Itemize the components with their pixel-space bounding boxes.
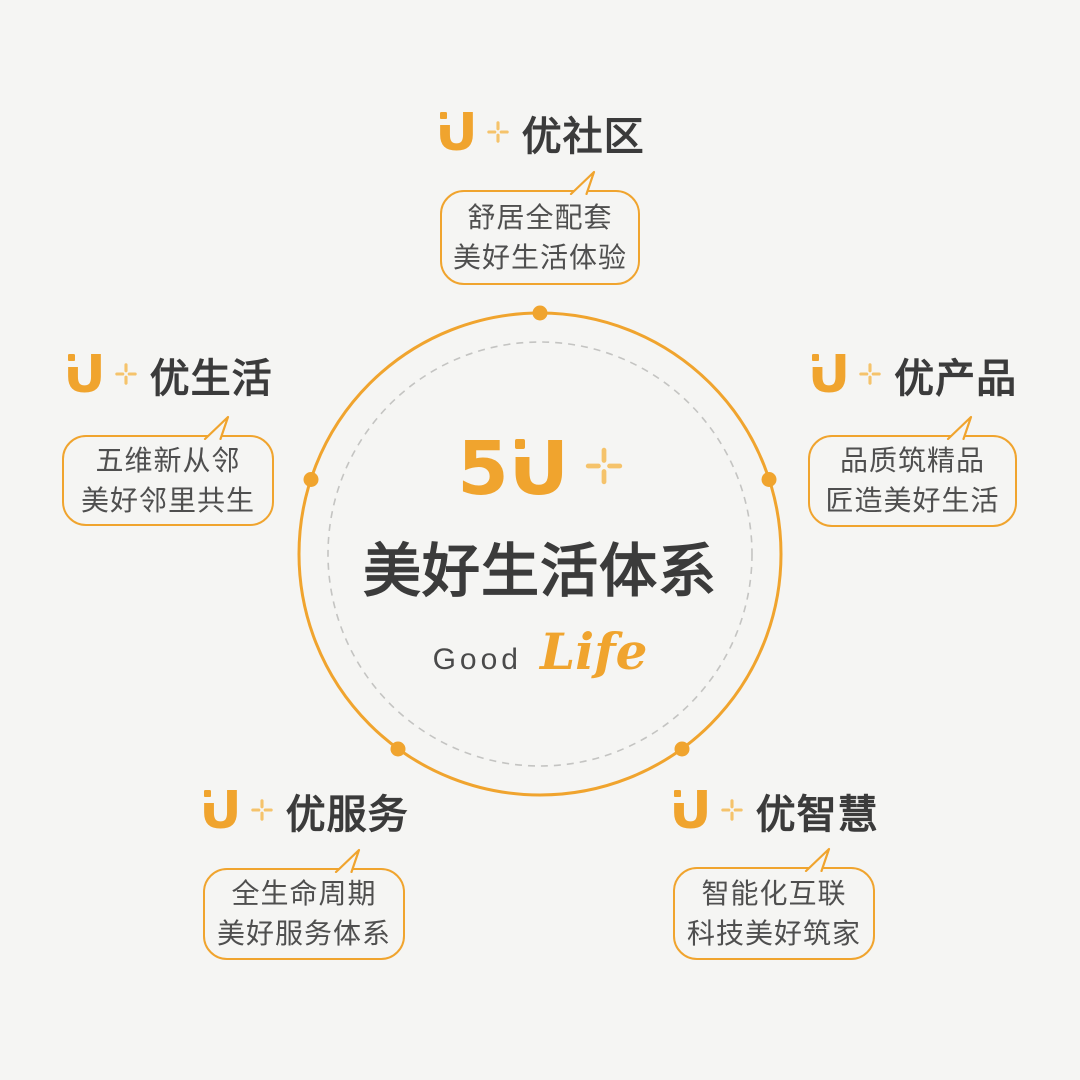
u-plus-logo: U bbox=[669, 785, 711, 837]
bubble-line: 美好邻里共生 bbox=[80, 484, 255, 516]
node-product-bubble: 品质筑精品 匠造美好生活 bbox=[808, 415, 1017, 527]
node-service-bubble: 全生命周期 美好服务体系 bbox=[203, 848, 405, 960]
u-dot-icon bbox=[673, 789, 681, 797]
node-product-title: U 优产品 bbox=[808, 348, 1017, 402]
center-subtitle: Good Life bbox=[0, 622, 1080, 681]
center-block: 5 U 美好生活体系 Good Life bbox=[0, 430, 1080, 681]
node-label: 优社区 bbox=[521, 115, 645, 159]
pentagon-dot-bottom-right bbox=[674, 741, 690, 757]
node-label: 优服务 bbox=[285, 793, 409, 837]
u-dot-icon bbox=[67, 353, 75, 361]
bubble-tail bbox=[946, 415, 973, 440]
u-plus-logo: U bbox=[509, 432, 569, 506]
node-living-title: U 优生活 bbox=[63, 348, 272, 402]
bubble-line: 美好服务体系 bbox=[216, 918, 391, 949]
bubble-tail bbox=[203, 415, 230, 440]
u-dot-icon bbox=[439, 111, 447, 119]
node-smart-title: U 优智慧 bbox=[669, 784, 878, 838]
node-living: U 优生活 五维新从邻 美好邻里共生 bbox=[62, 348, 274, 526]
bubble-line: 五维新从邻 bbox=[95, 444, 241, 476]
good-text: Good bbox=[432, 643, 522, 676]
bubble-line: 品质筑精品 bbox=[839, 445, 985, 476]
node-community-title: U 优社区 bbox=[435, 106, 644, 160]
inner-dashed-circle bbox=[327, 341, 753, 767]
bubble-line: 舒居全配套 bbox=[467, 201, 613, 233]
life-script-text: Life bbox=[539, 622, 648, 681]
pentagon-dot-bottom-left bbox=[390, 741, 406, 757]
brand-5u-plus: 5 U bbox=[0, 430, 1080, 508]
node-product: U 优产品 品质筑精品 匠造美好生活 bbox=[808, 348, 1017, 527]
u-dot-icon bbox=[514, 438, 525, 449]
center-title: 美好生活体系 bbox=[362, 539, 717, 604]
bubble-line: 智能化互联 bbox=[701, 877, 847, 909]
plus-icon bbox=[114, 363, 137, 385]
plus-icon bbox=[250, 799, 273, 821]
bubble-line: 全生命周期 bbox=[231, 878, 377, 909]
u-plus-logo: U bbox=[199, 785, 241, 837]
u-dot-icon bbox=[812, 353, 820, 361]
u-plus-logo: U bbox=[435, 107, 477, 159]
pentagon-dot-left bbox=[303, 472, 319, 487]
node-service: U 优服务 全生命周期 美好服务体系 bbox=[199, 784, 408, 960]
bubble-tail bbox=[569, 170, 596, 195]
u-dot-icon bbox=[203, 789, 211, 797]
plus-icon bbox=[720, 799, 743, 821]
node-smart: U 优智慧 智能化互联 科技美好筑家 bbox=[669, 784, 878, 960]
bubble-tail bbox=[334, 848, 361, 873]
bubble-line: 匠造美好生活 bbox=[825, 485, 1000, 516]
bubble-line: 美好生活体验 bbox=[452, 241, 627, 273]
plus-icon bbox=[859, 363, 881, 385]
node-community: U 优社区 舒居全配套 美好生活体验 bbox=[435, 106, 644, 285]
brand-five-digit: 5 bbox=[457, 426, 509, 512]
pentagon-dot-top bbox=[532, 305, 548, 321]
node-smart-bubble: 智能化互联 科技美好筑家 bbox=[673, 847, 875, 960]
u-plus-logo: U bbox=[63, 349, 105, 401]
pentagon-dot-right bbox=[761, 472, 777, 487]
plus-icon bbox=[486, 121, 509, 143]
node-label: 优生活 bbox=[149, 357, 273, 401]
node-label: 优产品 bbox=[894, 357, 1018, 401]
node-living-bubble: 五维新从邻 美好邻里共生 bbox=[62, 415, 274, 526]
node-label: 优智慧 bbox=[755, 793, 879, 837]
bubble-line: 科技美好筑家 bbox=[686, 917, 861, 949]
bubble-tail bbox=[804, 847, 831, 872]
node-service-title: U 优服务 bbox=[199, 784, 408, 838]
u-plus-logo: U bbox=[808, 349, 850, 401]
plus-icon bbox=[585, 447, 623, 485]
node-community-bubble: 舒居全配套 美好生活体验 bbox=[440, 170, 640, 285]
